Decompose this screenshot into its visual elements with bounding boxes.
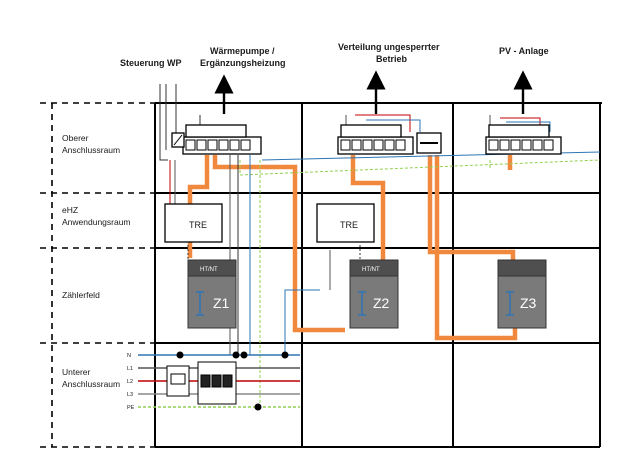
orange-z3-return: [434, 155, 518, 341]
label-steuerung-wp: Steuerung WP: [120, 58, 182, 68]
orange-wp-to-z2: [212, 155, 345, 333]
lower-breakers: [166, 351, 289, 411]
tre-label-1: TRE: [189, 220, 207, 230]
meter-z2-header: HT/NT: [362, 267, 380, 273]
row-labels: Oberer Anschlussraum eHZ Anwendungsraum …: [62, 133, 131, 389]
tre-box-2: [316, 203, 375, 243]
junction-dot: [281, 351, 289, 359]
meter-z3: Z3: [497, 259, 547, 329]
meter-z2: HT/NT Z2: [349, 259, 399, 329]
tre-boxes: TRE TRE: [164, 203, 375, 243]
meter-z2-label: Z2: [373, 295, 390, 311]
terminal-cover-pv: [488, 124, 550, 138]
row-label-zaehler: Zählerfeld: [62, 290, 100, 300]
junction-dot: [254, 403, 262, 411]
label-waermepumpe-1: Wärmepumpe /: [210, 46, 275, 56]
row-label-oberer-1: Oberer: [62, 133, 89, 143]
terminal-cover-verteilung: [340, 124, 402, 138]
meters: HT/NT Z1 HT/NT Z2 Z3: [187, 259, 547, 329]
label-pv-anlage: PV - Anlage: [499, 46, 549, 56]
orange-vt-to-z2: [350, 155, 386, 260]
meter-z1-label: Z1: [213, 295, 230, 311]
top-labels: Steuerung WP Wärmepumpe / Ergänzungsheiz…: [120, 42, 549, 68]
meter-z3-label: Z3: [520, 295, 537, 311]
tre-box-1: [164, 203, 223, 243]
row-label-ehz-2: Anwendungsraum: [62, 217, 131, 227]
upper-terminals: [171, 124, 562, 155]
tre-label-2: TRE: [340, 220, 358, 230]
label-verteilung-2: Betrieb: [376, 54, 408, 64]
busbar-label-l1: L1: [127, 366, 133, 372]
row-label-oberer-2: Anschlussraum: [62, 145, 120, 155]
busbar-label-n: N: [127, 353, 131, 359]
busbar-label-l2: L2: [127, 379, 133, 385]
label-verteilung-1: Verteilung ungesperrter: [338, 42, 440, 52]
junction-dot: [232, 351, 240, 359]
row-label-ehz-1: eHZ: [62, 205, 78, 215]
label-waermepumpe-2: Ergänzungsheizung: [200, 58, 286, 68]
junction-dot: [176, 351, 184, 359]
feed-arrows: [214, 70, 533, 114]
busbar-label-pe: PE: [127, 405, 135, 411]
busbar-label-l3: L3: [127, 392, 133, 398]
junction-dot: [240, 351, 248, 359]
orange-vt-to-z3: [427, 155, 516, 262]
terminal-cover-wp: [185, 124, 247, 138]
row-label-unterer-2: Anschlussraum: [62, 379, 120, 389]
row-label-unterer-1: Unterer: [62, 367, 91, 377]
meter-z1: HT/NT Z1: [187, 259, 237, 329]
meter-z1-header: HT/NT: [200, 267, 218, 273]
cabinet-grid: [40, 102, 602, 448]
